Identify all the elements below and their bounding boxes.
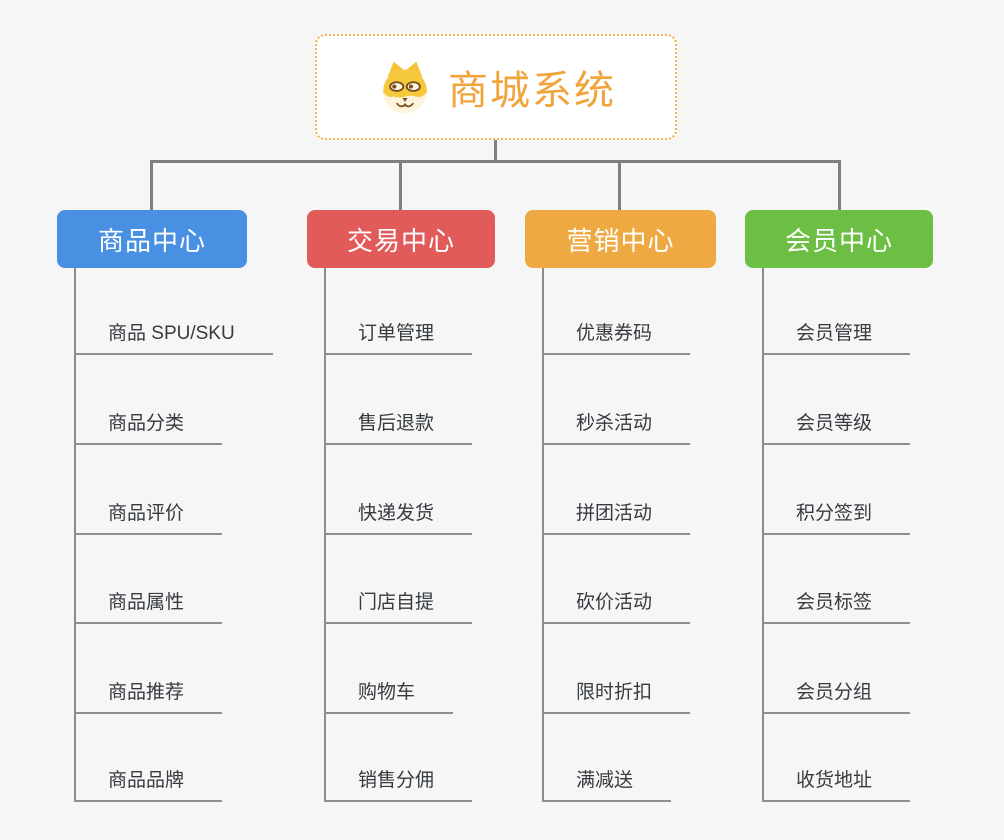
leaf-item[interactable]: 商品属性	[74, 590, 223, 624]
leaf-item[interactable]: 商品推荐	[74, 680, 223, 714]
connector-drop-product	[150, 161, 153, 210]
branch-spine-product	[74, 268, 76, 802]
leaf-item[interactable]: 拼团活动	[542, 501, 691, 535]
leaf-item[interactable]: 商品品牌	[74, 768, 223, 802]
connector-crossbar	[150, 160, 841, 163]
leaf-item[interactable]: 销售分佣	[324, 768, 473, 802]
leaf-item[interactable]: 订单管理	[324, 321, 473, 355]
leaf-item[interactable]: 限时折扣	[542, 680, 691, 714]
branch-spine-marketing	[542, 268, 544, 802]
connector-drop-marketing	[618, 161, 621, 210]
root-node[interactable]: 商城系统	[315, 34, 677, 140]
leaf-item[interactable]: 会员等级	[762, 411, 911, 445]
leaf-item[interactable]: 门店自提	[324, 590, 473, 624]
dog-face-icon	[376, 59, 434, 115]
leaf-item[interactable]: 砍价活动	[542, 590, 691, 624]
branch-spine-member	[762, 268, 764, 802]
leaf-item[interactable]: 商品评价	[74, 501, 223, 535]
branch-node-trade-center[interactable]: 交易中心	[307, 210, 495, 268]
leaf-item[interactable]: 满减送	[542, 768, 672, 802]
leaf-item[interactable]: 秒杀活动	[542, 411, 691, 445]
leaf-item[interactable]: 会员标签	[762, 590, 911, 624]
leaf-item[interactable]: 商品分类	[74, 411, 223, 445]
leaf-item[interactable]: 积分签到	[762, 501, 911, 535]
leaf-item[interactable]: 收货地址	[762, 768, 911, 802]
root-title: 商城系统	[448, 69, 616, 113]
leaf-item[interactable]: 售后退款	[324, 411, 473, 445]
connector-drop-member	[838, 161, 841, 210]
branch-node-marketing-center[interactable]: 营销中心	[525, 210, 716, 268]
leaf-item[interactable]: 商品 SPU/SKU	[74, 321, 273, 355]
leaf-item[interactable]: 优惠券码	[542, 321, 691, 355]
leaf-item[interactable]: 会员分组	[762, 680, 911, 714]
connector-drop-trade	[399, 161, 402, 210]
leaf-item[interactable]: 快递发货	[324, 501, 473, 535]
branch-spine-trade	[324, 268, 326, 802]
connector-root-stem	[494, 139, 497, 163]
branch-node-member-center[interactable]: 会员中心	[745, 210, 933, 268]
leaf-item[interactable]: 会员管理	[762, 321, 911, 355]
branch-node-product-center[interactable]: 商品中心	[57, 210, 247, 268]
leaf-item[interactable]: 购物车	[324, 680, 454, 714]
